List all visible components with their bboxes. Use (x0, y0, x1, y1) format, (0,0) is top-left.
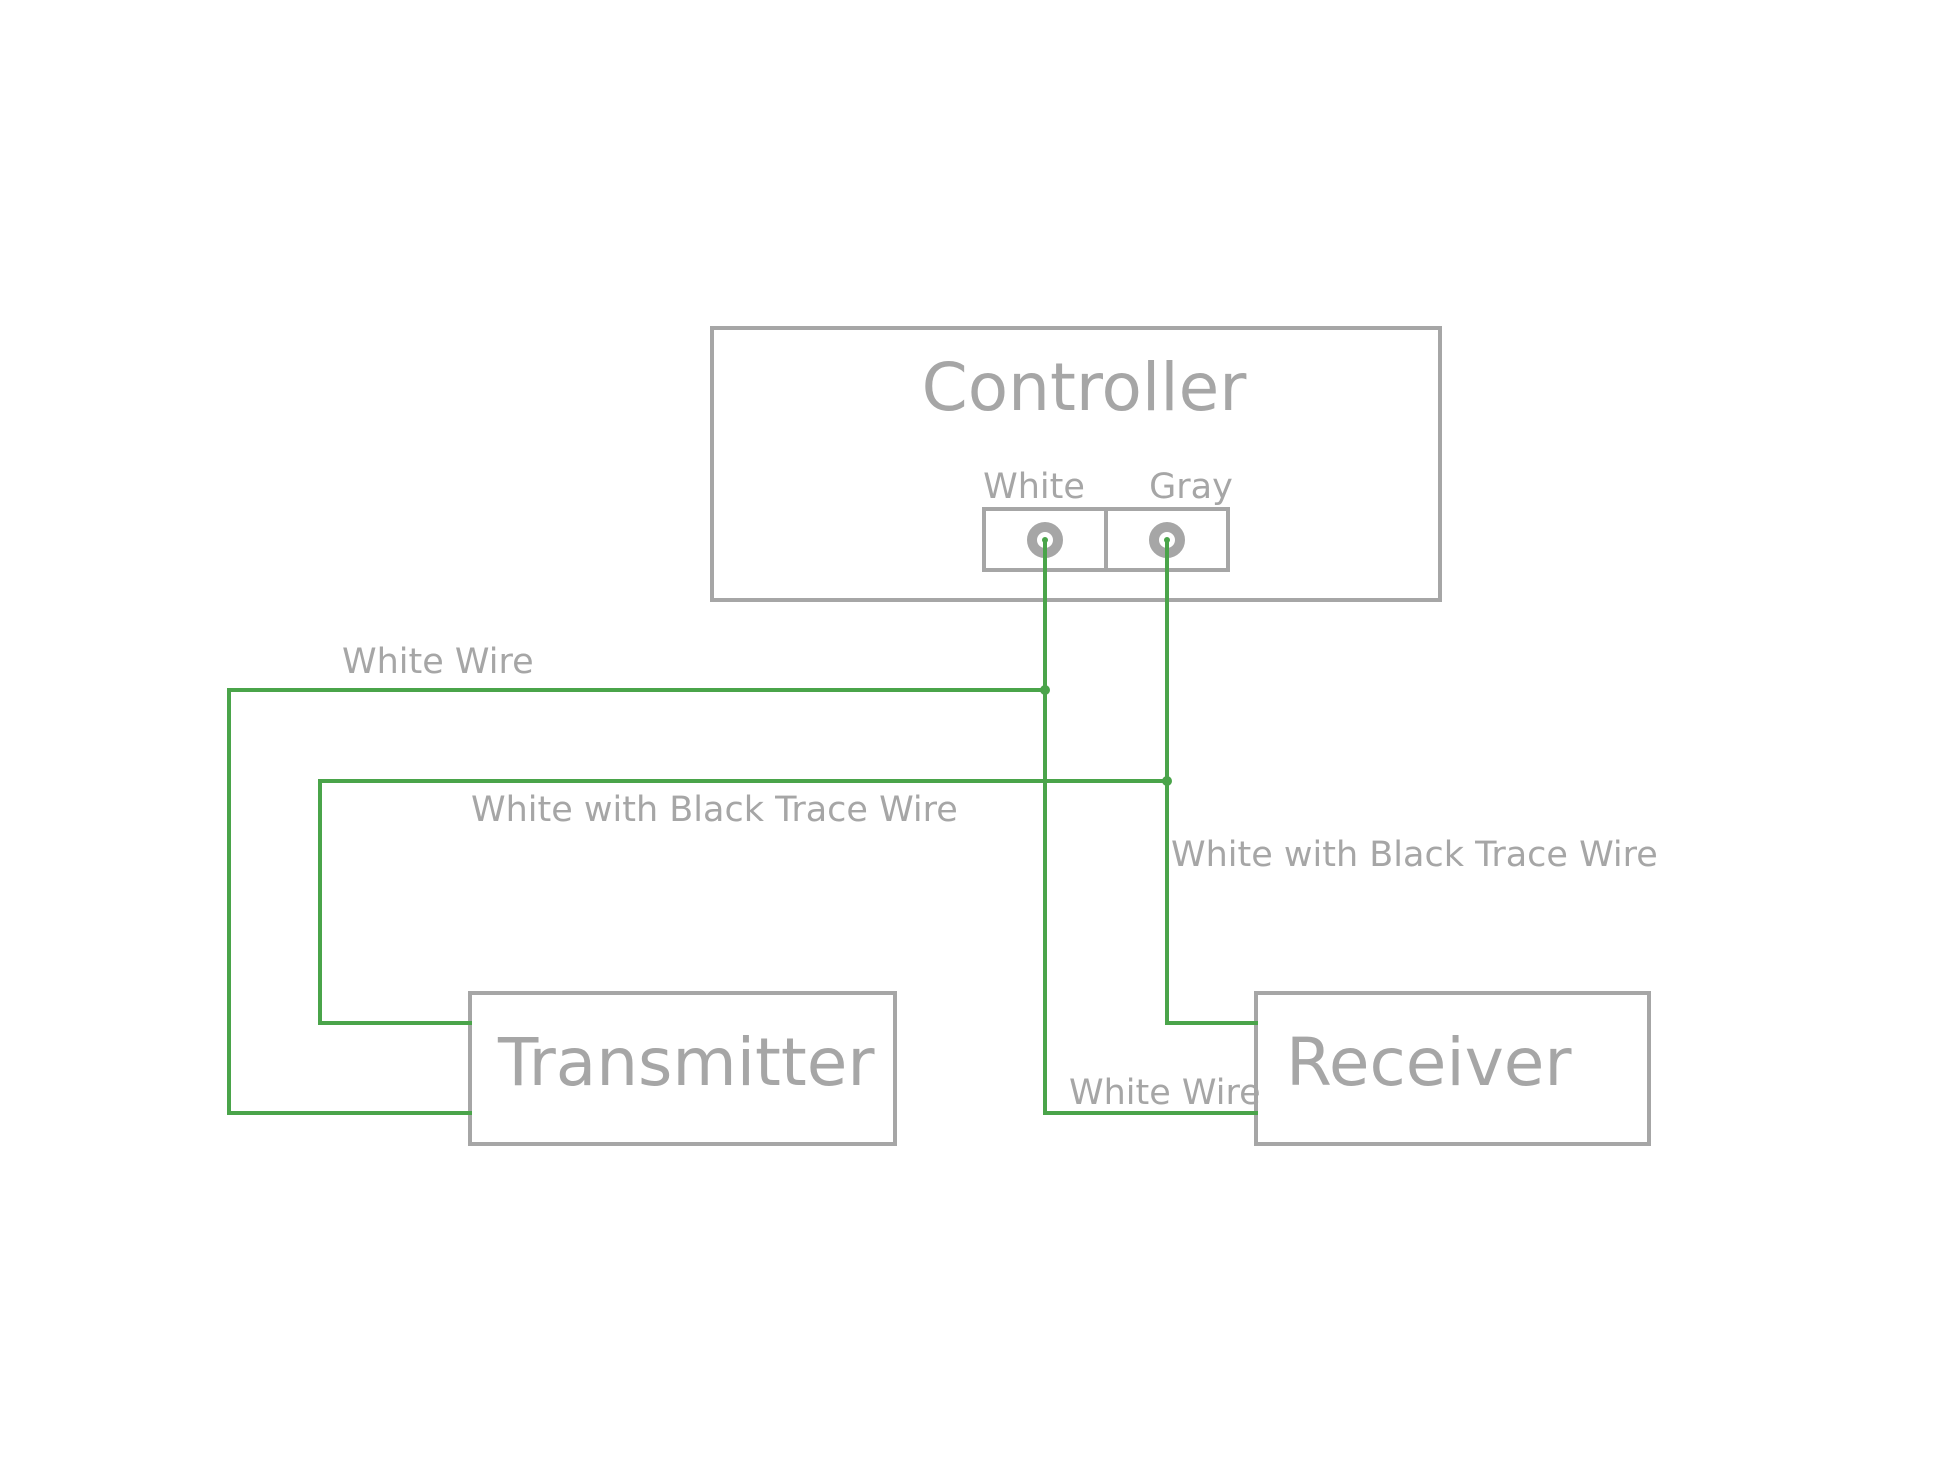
terminal-block: White Gray (982, 467, 1233, 572)
wire-label-trace-to-transmitter: White with Black Trace Wire (471, 790, 958, 830)
junction-trace (1162, 776, 1172, 786)
receiver: Receiver (1254, 991, 1651, 1146)
terminal-white-contact (1042, 537, 1048, 543)
controller: Controller White Gray (710, 326, 1442, 602)
wire-white-to-receiver (1043, 538, 1258, 1115)
wires (227, 537, 1258, 1115)
wire-trace-to-transmitter (318, 779, 1169, 1025)
receiver-box (1254, 991, 1651, 1146)
wire-label-white-to-receiver: White Wire (1069, 1073, 1261, 1113)
transmitter: Transmitter (468, 991, 897, 1146)
wire-label-trace-to-receiver: White with Black Trace Wire (1171, 835, 1658, 875)
receiver-label: Receiver (1286, 1024, 1572, 1101)
junction-white (1040, 685, 1050, 695)
wire-trace-to-receiver (1165, 538, 1258, 1025)
terminal-label-gray: Gray (1149, 467, 1233, 507)
terminal-gray-contact (1164, 537, 1170, 543)
transmitter-label: Transmitter (497, 1024, 875, 1101)
wire-white-to-transmitter (227, 688, 1047, 1115)
controller-box (710, 326, 1442, 602)
wire-label-white-to-transmitter: White Wire (342, 642, 534, 682)
transmitter-box (468, 991, 897, 1146)
terminal-label-white: White (983, 467, 1085, 507)
controller-label: Controller (922, 349, 1248, 426)
